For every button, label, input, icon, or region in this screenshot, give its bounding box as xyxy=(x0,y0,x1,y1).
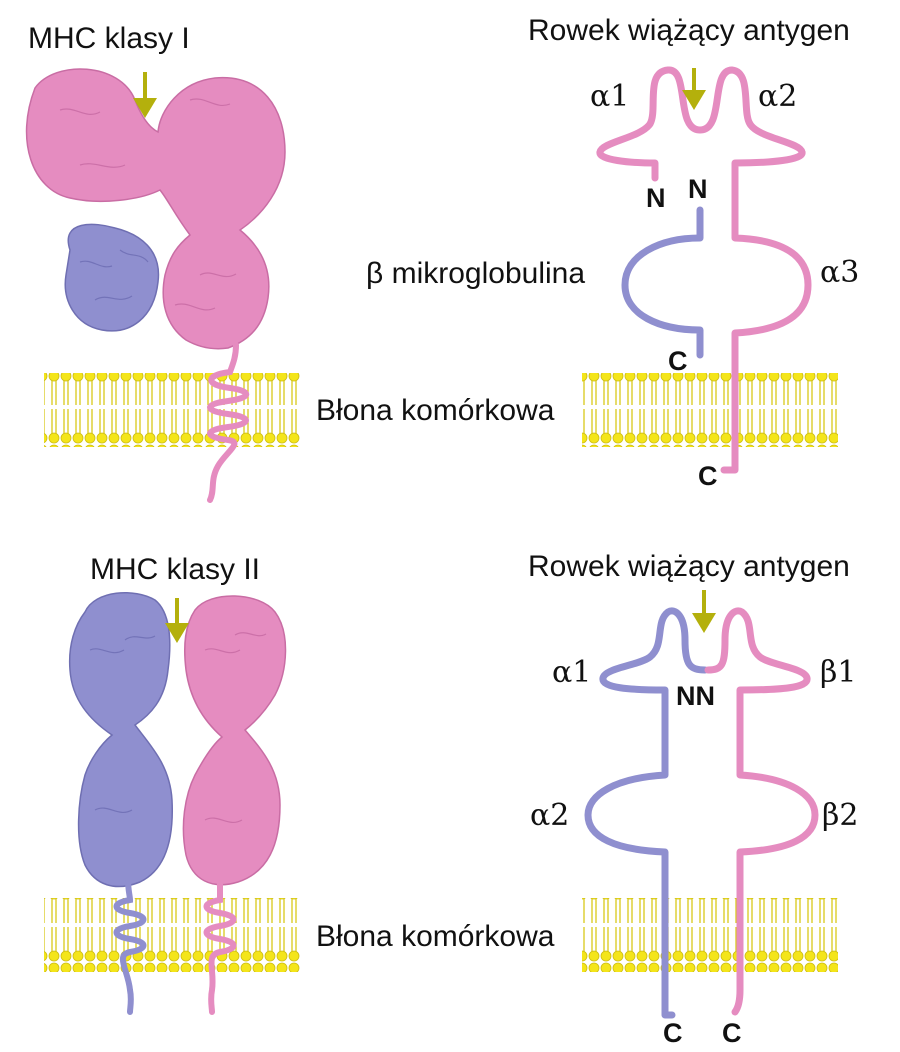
class1-n-terminus-beta: N xyxy=(688,174,708,204)
mhc-class2-schema xyxy=(584,590,819,1019)
class2-alpha-chain xyxy=(584,607,709,1019)
class2-membrane-label: Błona komórkowa xyxy=(316,920,555,953)
class2-alpha-transmembrane-coil xyxy=(113,877,147,1015)
class2-beta2-label: β2 xyxy=(822,798,858,833)
class1-title: MHC klasy I xyxy=(28,22,190,55)
class1-alpha3-label: α3 xyxy=(820,255,859,290)
class2-beta1-label: β1 xyxy=(820,655,856,690)
class2-c-terminus-alpha: C xyxy=(663,1018,683,1048)
alpha-chain-transmembrane-coil xyxy=(207,342,250,503)
alpha-chain-domains xyxy=(25,68,286,350)
class1-c-terminus-beta: C xyxy=(668,346,688,376)
membrane-class2-schema xyxy=(582,898,838,972)
class1-alpha-chain xyxy=(596,66,812,474)
class2-nn-terminus: NN xyxy=(676,681,715,711)
class2-title: MHC klasy II xyxy=(90,553,260,586)
class1-beta2m-chain xyxy=(621,206,704,359)
class2-c-terminus-beta: C xyxy=(722,1018,742,1048)
mhc-class2-structure xyxy=(68,591,287,1015)
class2-beta-domains xyxy=(182,595,287,886)
class1-c-terminus-alpha: C xyxy=(698,461,718,491)
class1-n-terminus-alpha: N xyxy=(646,183,666,213)
class2-beta-transmembrane-coil xyxy=(203,877,237,1015)
class1-b2m-label: β mikroglobulina xyxy=(366,257,585,290)
class2-alpha2-label: α2 xyxy=(530,798,569,833)
membrane-class1-schema xyxy=(582,373,838,447)
mhc-class1-schema xyxy=(596,66,812,474)
class1-alpha1-label: α1 xyxy=(590,79,629,114)
membrane-class1-structure xyxy=(44,373,300,447)
class2-beta-chain xyxy=(704,607,819,1016)
mhc-class1-structure xyxy=(25,68,286,503)
class2-alpha-domains xyxy=(68,591,174,888)
class2-alpha1-label: α1 xyxy=(552,655,591,690)
class1-alpha2-label: α2 xyxy=(758,79,797,114)
class1-groove-label: Rowek wiążący antygen xyxy=(528,14,850,47)
class1-membrane-label: Błona komórkowa xyxy=(316,394,555,427)
class2-groove-label: Rowek wiążący antygen xyxy=(528,550,850,583)
beta2-microglobulin-domain xyxy=(64,223,160,332)
membrane-class2-structure xyxy=(44,898,300,972)
